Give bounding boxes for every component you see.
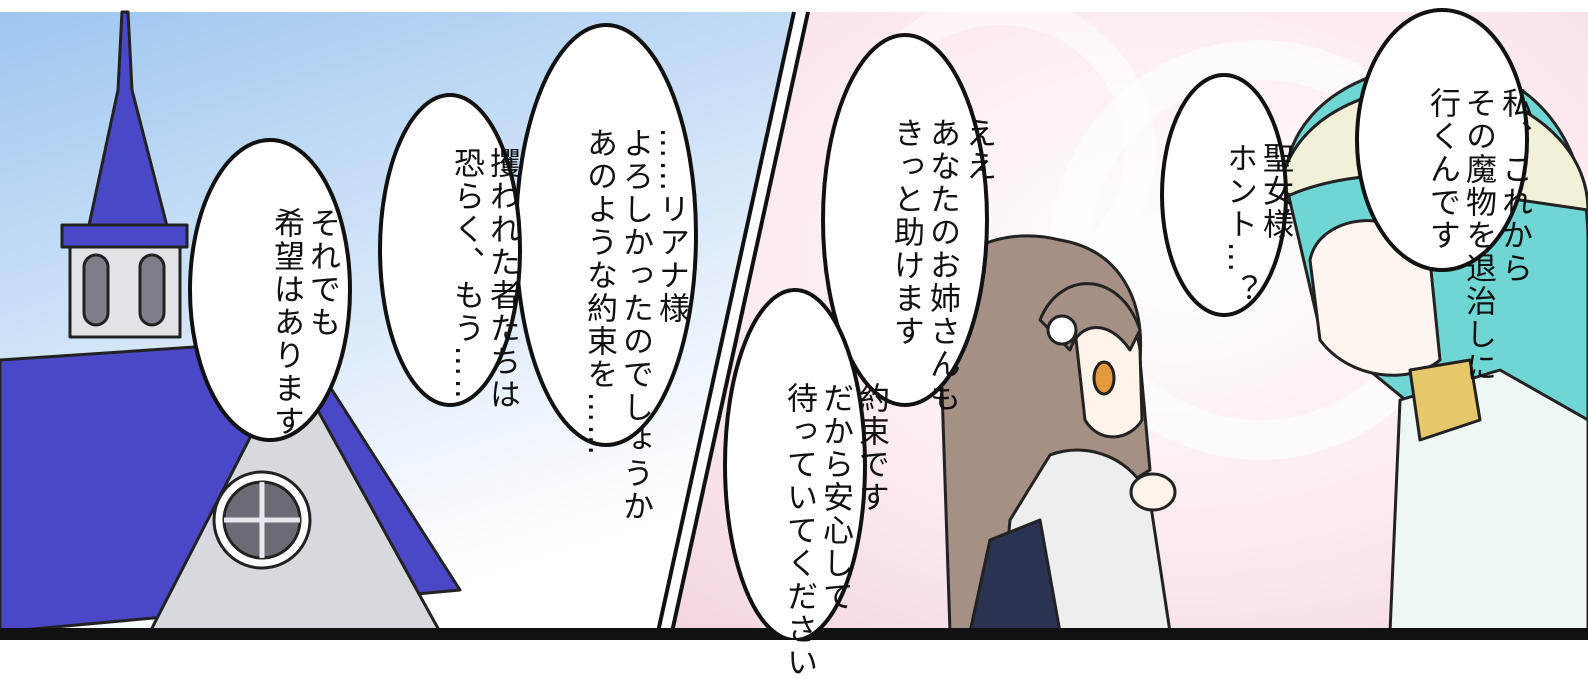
line: きっと助けます: [888, 117, 924, 349]
line: あなたのお姉さんも: [924, 117, 960, 415]
line: よろしかったのでしょうか: [617, 127, 653, 524]
line: ……リアナ様: [653, 127, 689, 326]
bubble-right-1: [1355, 8, 1529, 272]
line: 待っていてください: [781, 382, 817, 679]
line: 恐らく、もう……: [448, 147, 484, 412]
line: だから安心して: [817, 382, 853, 614]
line: それでも: [304, 207, 340, 340]
bubble-right-1-text: 私、これから その魔物を退治しに 行くんです: [1388, 40, 1568, 384]
hair-flower: [1046, 314, 1078, 346]
speech-bubbles: [188, 8, 1529, 640]
line: 行くんです: [1424, 87, 1460, 253]
bubble-right-4: [723, 288, 867, 640]
saint-collar: [1408, 358, 1482, 442]
panel-border: [670, 11, 810, 633]
belfry-window: [82, 253, 110, 327]
church: [0, 10, 462, 634]
saint-robe: [1388, 368, 1588, 634]
line: 攫われた者たちは: [484, 147, 520, 412]
manga-strip: ……リアナ様 よろしかったのでしょうか あのような約束を…… 攫われた者たちは …: [0, 6, 1588, 679]
line: ホント…？: [1221, 142, 1257, 308]
bubble-right-3-text: ええ あなたのお姉さんも きっと助けます: [852, 70, 1032, 414]
bubble-left-1-text: ……リアナ様 よろしかったのでしょうか あのような約束を……: [545, 80, 725, 523]
panel-border: [656, 11, 796, 633]
bubble-left-3: [188, 138, 352, 442]
bubble-right-2-text: 聖女様 ホント…？: [1185, 95, 1329, 307]
line: 約束です: [853, 382, 889, 515]
bubble-right-2: [1160, 73, 1288, 317]
line: その魔物を退治しに: [1460, 87, 1496, 385]
girl-brown-hair: [937, 234, 1177, 634]
bubble-left-3-text: それでも 希望はあります: [232, 160, 376, 438]
line: ええ: [960, 117, 996, 184]
belfry-window: [138, 253, 166, 327]
tower-cap: [60, 223, 189, 249]
girl-eye: [1092, 360, 1116, 396]
manga-artwork: [0, 6, 1588, 640]
girl-hands: [1129, 472, 1177, 512]
bubble-right-4-text: 約束です だから安心して 待っていてください: [745, 335, 925, 679]
line: 私、これから: [1496, 87, 1532, 286]
panel-gutter: [657, 6, 807, 638]
line: 聖女様: [1257, 142, 1293, 242]
bubble-right-3: [821, 33, 989, 407]
line: 希望はあります: [268, 207, 304, 439]
line: あのような約束を……: [581, 127, 617, 458]
bubble-left-2-text: 攫われた者たちは 恐らく、もう……: [412, 100, 556, 411]
bubble-left-2: [378, 93, 522, 407]
